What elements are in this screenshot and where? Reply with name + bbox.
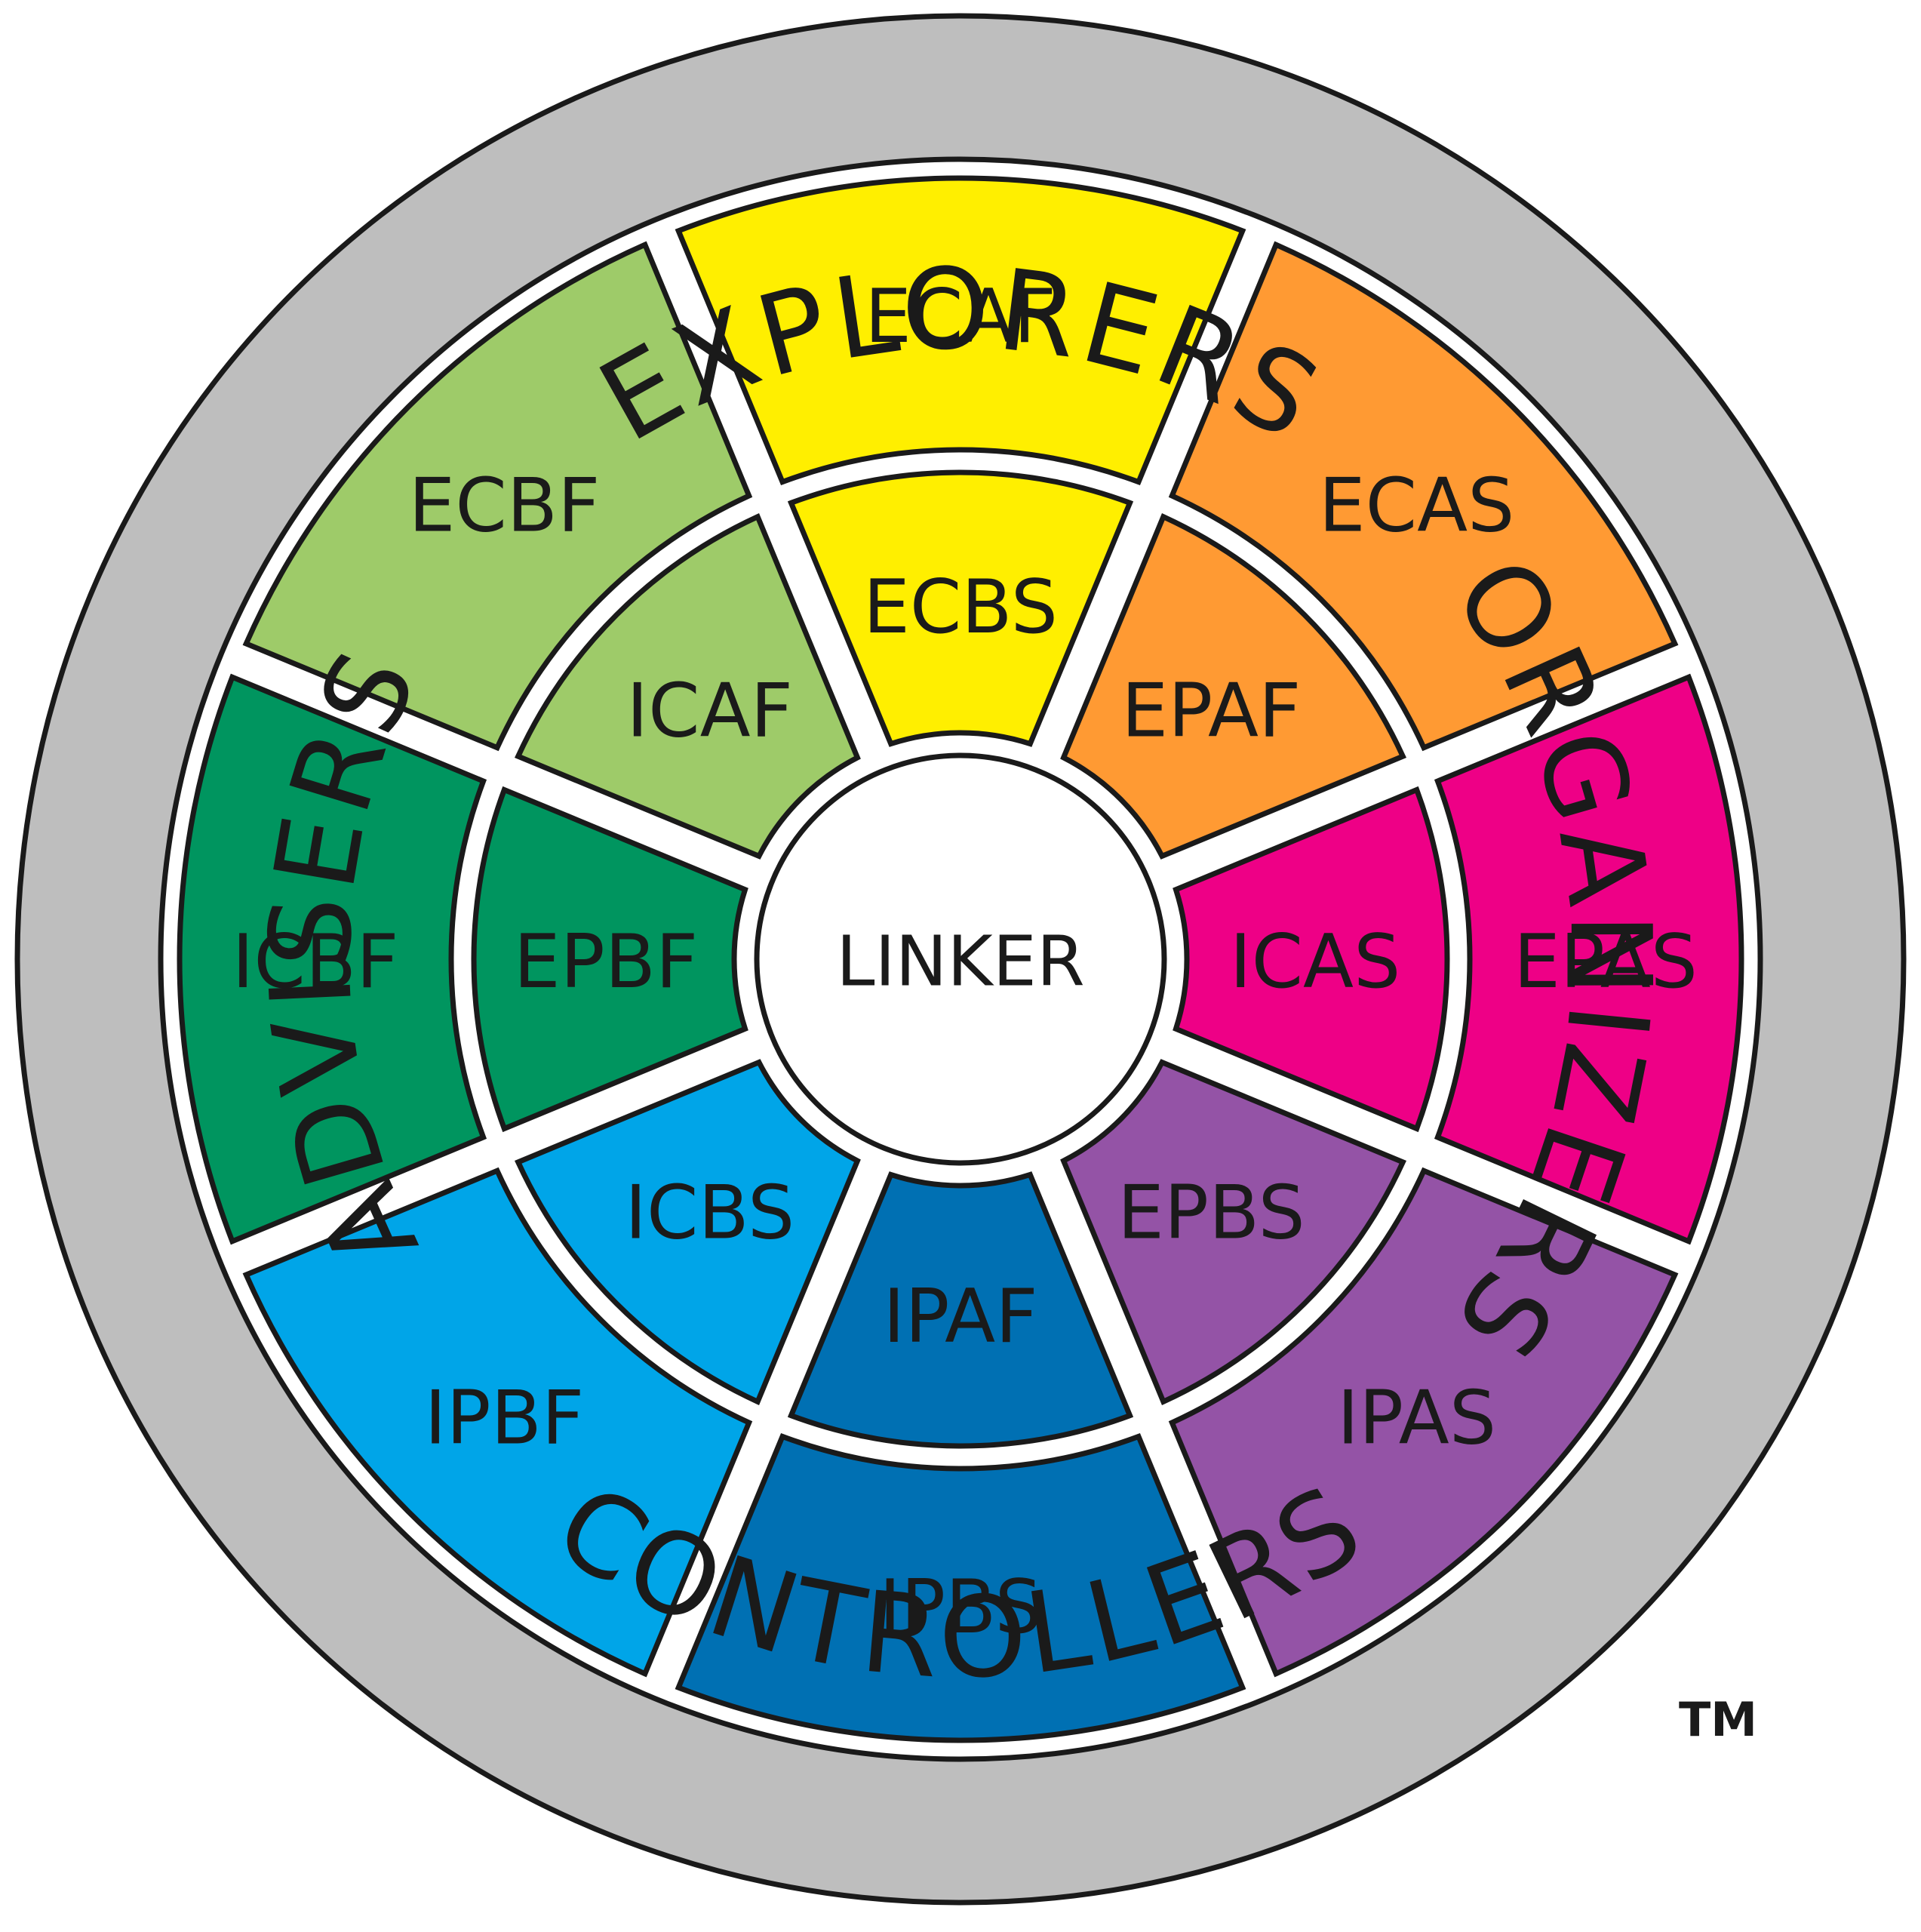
segment-label-epaf: EPAF bbox=[1121, 669, 1301, 755]
segment-label-ipas: IPAS bbox=[1337, 1376, 1496, 1462]
segment-label-ecas: ECAS bbox=[1319, 463, 1515, 549]
segment-label-ipbf: IPBF bbox=[425, 1376, 585, 1462]
segment-ipbf bbox=[242, 1167, 753, 1678]
segment-label-ecbf: ECBF bbox=[408, 463, 600, 549]
center-circle bbox=[754, 752, 1167, 1166]
segment-ecaf bbox=[675, 175, 1246, 486]
segment-ipbs bbox=[675, 1432, 1246, 1743]
segment-icaf bbox=[514, 512, 861, 860]
segment-ecbs bbox=[787, 469, 1134, 747]
segment-label-icas: ICAS bbox=[1230, 919, 1401, 1005]
segment-label-icaf: ICAF bbox=[626, 669, 793, 755]
segment-label-icbs: ICBS bbox=[625, 1170, 795, 1256]
segment-label-ecaf: ECAF bbox=[865, 274, 1056, 360]
segment-epbs bbox=[1060, 1059, 1407, 1406]
center-label-linker: LINKER bbox=[836, 921, 1085, 1002]
segment-ecbf bbox=[242, 241, 753, 752]
segment-label-epas: EPAS bbox=[1514, 919, 1698, 1005]
segment-icas bbox=[1173, 786, 1450, 1133]
segment-epas bbox=[1434, 673, 1744, 1245]
trademark-mark: TM bbox=[1679, 1692, 1757, 1747]
segment-icbf bbox=[177, 673, 487, 1245]
segment-label-epbs: EPBS bbox=[1117, 1170, 1305, 1256]
segment-label-ipaf: IPAF bbox=[883, 1274, 1037, 1360]
segment-icbs bbox=[514, 1059, 861, 1406]
segment-label-ipbs: IPBS bbox=[879, 1564, 1042, 1651]
segment-ipaf bbox=[787, 1171, 1134, 1449]
segment-ecas bbox=[1168, 241, 1679, 752]
segment-ipas bbox=[1168, 1167, 1679, 1678]
segment-label-icbf: ICBF bbox=[232, 919, 399, 1005]
segment-epaf bbox=[1060, 512, 1407, 860]
segment-epbf bbox=[471, 786, 748, 1133]
segment-label-ecbs: ECBS bbox=[863, 565, 1058, 651]
segment-label-epbf: EPBF bbox=[514, 919, 699, 1005]
